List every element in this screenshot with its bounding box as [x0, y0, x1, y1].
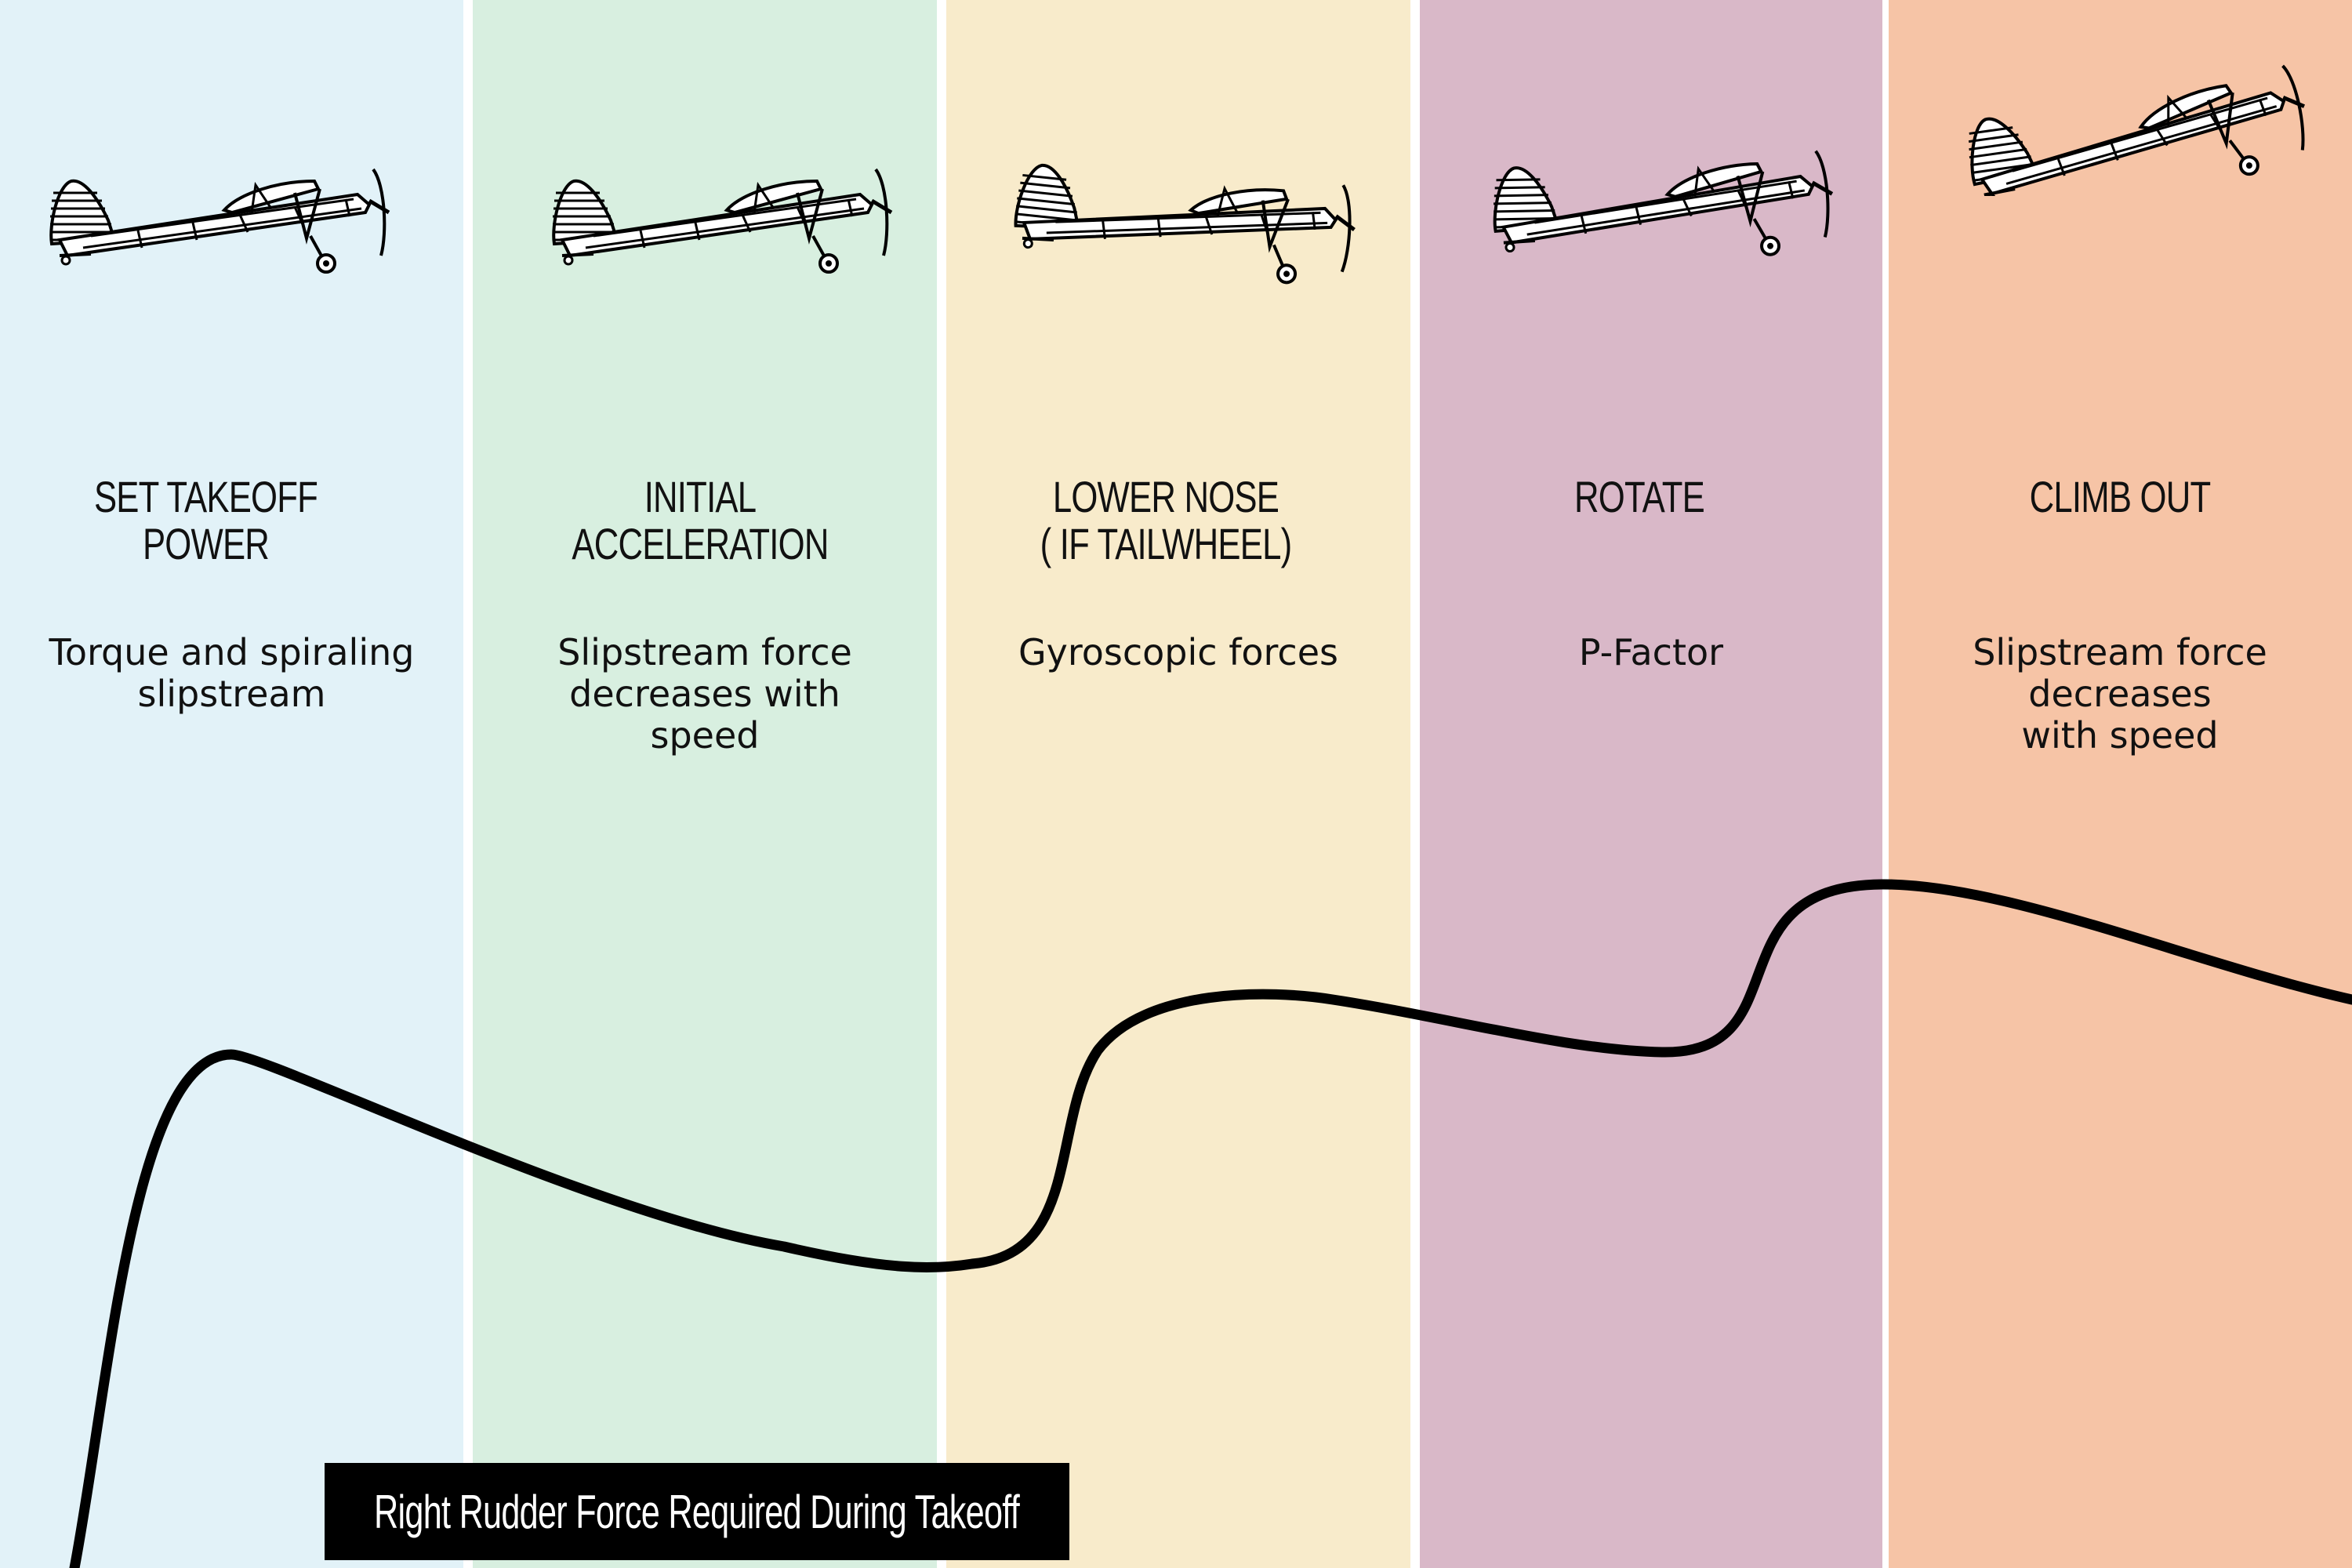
- phase-column-initial-acceleration: INITIAL ACCELERATION Slipstream force de…: [473, 0, 937, 1568]
- caption-text: Right Rudder Force Required During Takeo…: [374, 1485, 1020, 1538]
- phase-title: SET TAKEOFF POWER: [93, 472, 318, 568]
- phase-description: Slipstream force decreases with speed: [1973, 631, 2267, 757]
- phase-column-lower-nose: LOWER NOSE ( IF TAILWHEEL) Gyroscopic fo…: [946, 0, 1410, 1568]
- phase-title: LOWER NOSE ( IF TAILWHEEL): [1040, 472, 1293, 568]
- phase-title: INITIAL ACCELERATION: [572, 472, 829, 568]
- diagram-caption: Right Rudder Force Required During Takeo…: [325, 1463, 1069, 1560]
- phase-description: Slipstream force decreases with speed: [557, 631, 852, 757]
- phase-description: Gyroscopic forces: [1018, 631, 1338, 673]
- phase-column-climb-out: CLIMB OUT Slipstream force decreases wit…: [1889, 0, 2352, 1568]
- phase-title: ROTATE: [1574, 472, 1705, 521]
- phase-column-rotate: ROTATE P-Factor: [1420, 0, 1882, 1568]
- phase-column-set-takeoff-power: SET TAKEOFF POWER Torque and spiraling s…: [0, 0, 463, 1568]
- phase-description: P-Factor: [1578, 631, 1724, 673]
- phase-description: Torque and spiraling slipstream: [49, 631, 415, 715]
- rudder-force-line: [69, 879, 2352, 1568]
- phase-title: CLIMB OUT: [2029, 472, 2212, 521]
